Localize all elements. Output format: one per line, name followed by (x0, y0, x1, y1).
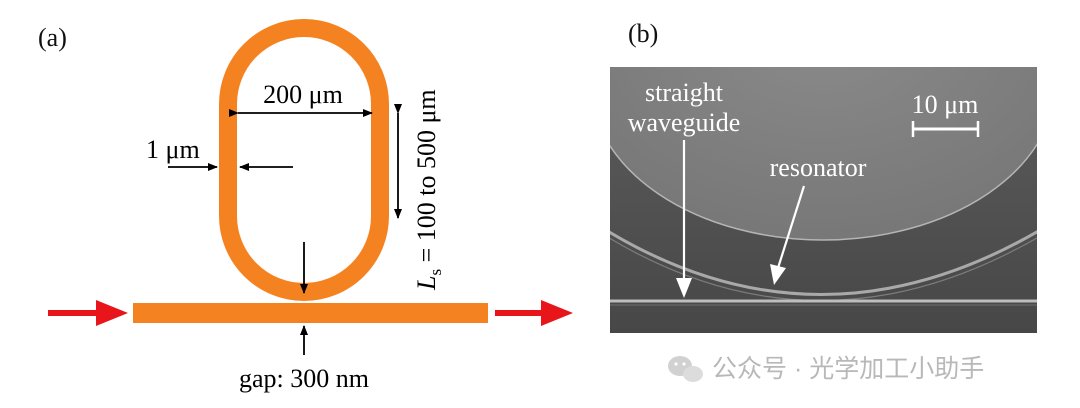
waveguide-label: waveguide (628, 108, 741, 137)
bus-waveguide (133, 303, 488, 323)
scalebar-label: 10 μm (912, 90, 979, 119)
scalebar (911, 121, 980, 137)
watermark-text: 公众号 · 光学加工小助手 (712, 355, 984, 383)
gap-label: gap: 300 nm (239, 364, 369, 393)
straight-label: straight (645, 78, 724, 107)
input-arrow (48, 300, 128, 326)
panel-a-label: (a) (38, 23, 67, 52)
width-label: 200 μm (263, 80, 343, 109)
waveguide-width-label: 1 μm (146, 135, 200, 164)
wechat-icon (668, 356, 703, 382)
length-label: Ls = 100 to 500 μm (412, 89, 445, 291)
sem-disk (610, 67, 1037, 240)
straight-waveguide-pointer (676, 140, 692, 298)
resonator-label: resonator (770, 153, 867, 182)
panel-b-label: (b) (628, 19, 658, 48)
output-arrow (495, 300, 573, 326)
sem-resonator-curve (610, 230, 1037, 296)
racetrack-resonator (219, 19, 389, 301)
resonator-pointer (770, 185, 806, 285)
